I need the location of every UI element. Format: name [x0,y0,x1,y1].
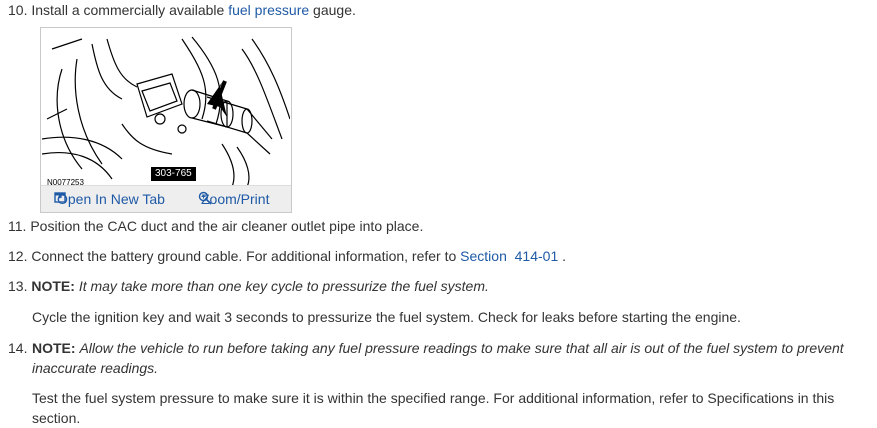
note-label: NOTE: [32,340,76,356]
step-10: 10. Install a commercially available fue… [8,0,865,20]
step-number: 13. [8,278,28,294]
open-in-new-tab-label: Open In New Tab [57,191,165,207]
step-text: . [558,248,567,264]
zoom-print-label: Zoom/Print [201,191,270,207]
step-text: Install a commercially available [31,2,229,18]
step-number: 12. [8,248,28,264]
figure-toolbar: Open In New Tab Zoom/Print [41,185,291,212]
step-text: Position the CAC duct and the air cleane… [30,218,424,234]
section-414-01-link[interactable]: Section 414-01 [460,248,559,264]
step-13: 13. NOTE: It may take more than one key … [8,276,865,296]
note-text: Allow the vehicle to run before taking a… [32,340,844,376]
note-text: It may take more than one key cycle to p… [78,278,489,294]
step-14-body: Test the fuel system pressure to make su… [32,390,835,426]
zoom-print-button[interactable]: Zoom/Print [197,190,269,208]
step-12: 12. Connect the battery ground cable. Fo… [8,246,865,266]
step-11: 11. Position the CAC duct and the air cl… [8,216,865,236]
step-14: 14. NOTE: Allow the vehicle to run befor… [8,338,865,378]
fuel-gauge-illustration [42,36,290,187]
step-number: 14. [8,340,28,356]
step-text: gauge. [309,2,356,18]
open-in-new-tab-button[interactable]: Open In New Tab [53,190,165,208]
figure-id: N0077253 [47,178,84,187]
illustration-figure: N0077253 303-765 Open In New Tab Zoom/Pr… [40,27,292,213]
figure-tag: 303-765 [151,167,196,181]
step-number: 10. [8,2,28,18]
note-label: NOTE: [31,278,75,294]
step-13-body: Cycle the ignition key and wait 3 second… [32,309,741,325]
step-text: Connect the battery ground cable. For ad… [31,248,461,264]
step-number: 11. [8,218,27,234]
fuel-pressure-link[interactable]: fuel pressure [228,2,310,18]
